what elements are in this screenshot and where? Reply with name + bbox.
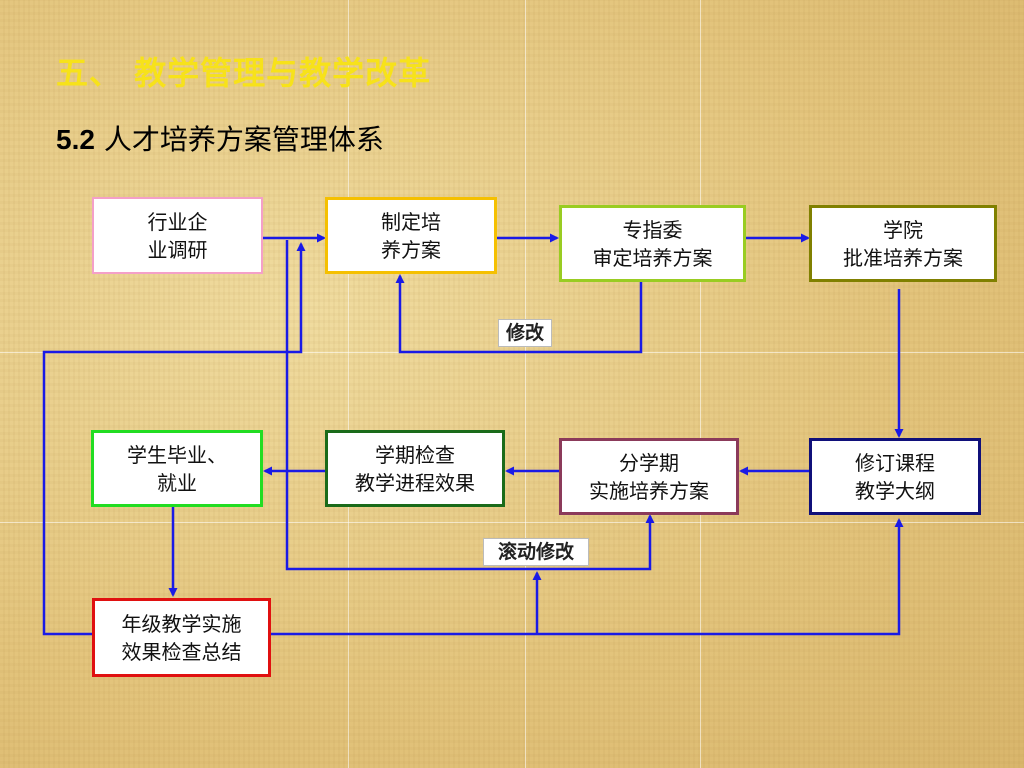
line-left-feedback: [42, 242, 306, 636]
node-revise-syllabus-line1: 修订课程: [855, 450, 935, 475]
label-revise: 修改: [498, 319, 552, 347]
guide-line: [700, 0, 701, 768]
node-college-approve-line1: 学院: [883, 217, 923, 242]
guide-line: [525, 0, 526, 768]
node-make-plan: 制定培 养方案: [325, 197, 497, 274]
node-semester-check-line2: 教学进程效果: [355, 470, 475, 495]
node-revise-syllabus-line2: 教学大纲: [855, 478, 935, 503]
node-semester-check: 学期检查 教学进程效果: [325, 430, 505, 507]
node-make-plan-line2: 养方案: [381, 237, 441, 262]
node-grade-summary: 年级教学实施 效果检查总结: [92, 598, 271, 677]
node-industry-research: 行业企 业调研: [92, 197, 263, 274]
node-industry-research-line1: 行业企: [147, 209, 208, 234]
node-semester-implement-line2: 实施培养方案: [589, 478, 709, 503]
node-committee-review-line1: 专指委: [622, 217, 683, 242]
guide-line: [348, 0, 349, 768]
node-make-plan-line1: 制定培: [381, 209, 441, 234]
node-grade-summary-line1: 年级教学实施: [121, 611, 242, 636]
node-graduation-line1: 学生毕业、: [127, 442, 227, 467]
node-semester-implement-line1: 分学期: [619, 450, 679, 475]
node-graduation: 学生毕业、 就业: [91, 430, 263, 507]
page-title: 五、 教学管理与教学改革: [56, 54, 432, 92]
node-college-approve: 学院 批准培养方案: [809, 205, 997, 282]
node-semester-check-line1: 学期检查: [375, 442, 455, 467]
node-committee-review: 专指委 审定培养方案: [559, 205, 746, 282]
arrow-modify-loop: [395, 274, 643, 354]
line-summary-right: [271, 518, 904, 636]
node-revise-syllabus: 修订课程 教学大纲: [809, 438, 981, 515]
section-subtitle: 5.2 人才培养方案管理体系: [56, 118, 384, 158]
label-rolling-revise: 滚动修改: [483, 538, 589, 566]
line-rolling-bus: [285, 240, 655, 571]
node-semester-implement: 分学期 实施培养方案: [559, 438, 739, 515]
section-subtitle-text: 人才培养方案管理体系: [103, 123, 384, 156]
guide-line: [0, 522, 1024, 523]
node-graduation-line2: 就业: [157, 470, 197, 495]
node-industry-research-line2: 业调研: [147, 237, 208, 262]
node-college-approve-line2: 批准培养方案: [843, 245, 963, 270]
section-number: 5.2: [56, 124, 95, 155]
node-committee-review-line2: 审定培养方案: [592, 245, 713, 270]
node-grade-summary-line2: 效果检查总结: [121, 639, 242, 664]
